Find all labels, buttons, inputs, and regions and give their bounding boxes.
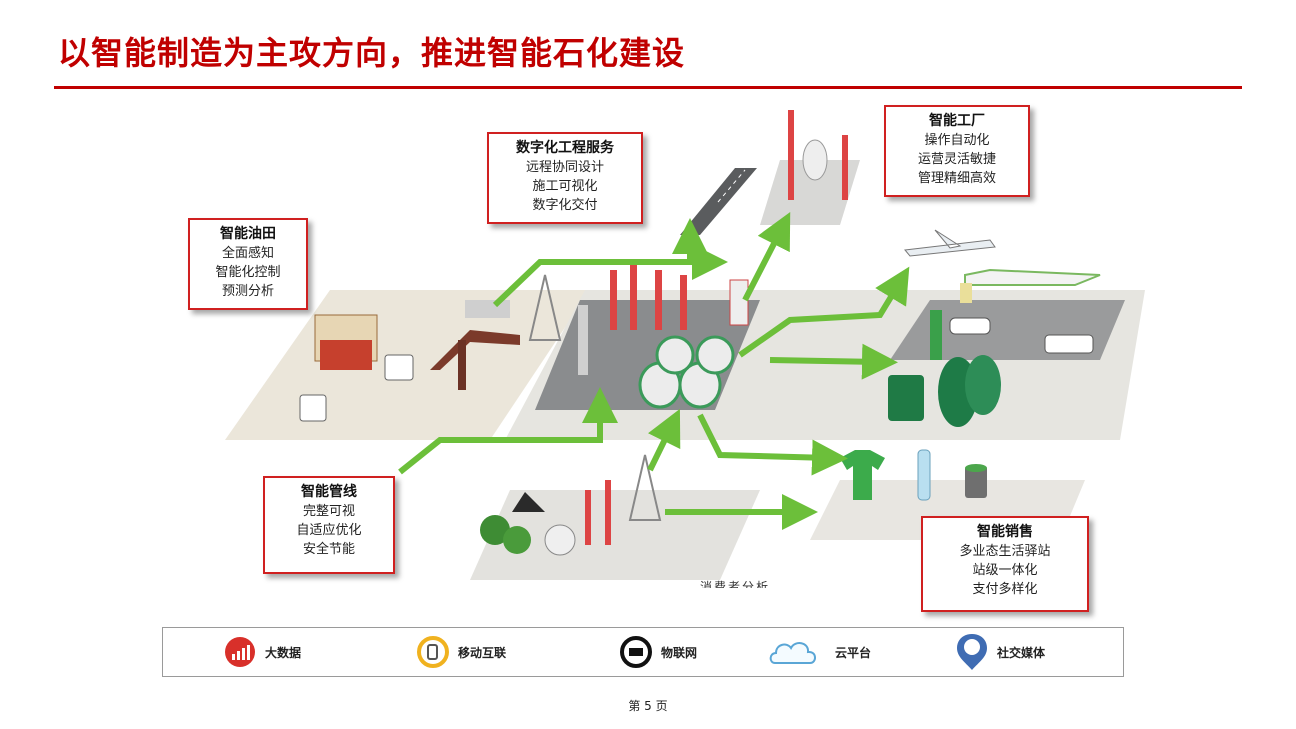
flow-refinery-to-sales (738, 266, 910, 358)
legend-label: 移动互联 (458, 645, 507, 660)
service-truck (384, 354, 414, 381)
iot-icon (620, 636, 652, 668)
callout-line: 支付多样化 (972, 582, 1038, 597)
station-pump (930, 310, 942, 360)
cloud-icon (769, 642, 816, 664)
factory-platform (760, 160, 860, 225)
legend-label: 大数据 (265, 645, 302, 660)
bucket-product (965, 466, 987, 498)
callout-line: 自适应优化 (296, 523, 362, 538)
refinery-towers (578, 265, 749, 375)
pipeline-derrick (628, 454, 662, 521)
callout-line: 完整可视 (302, 504, 355, 519)
callout-line: 操作自动化 (924, 133, 990, 148)
callout-line: 安全节能 (302, 542, 355, 557)
callout-digital-engineering: 数字化工程服务 远程协同设计 施工可视化 数字化交付 (487, 132, 643, 224)
parked-car (949, 317, 991, 335)
mobile-internet-icon (417, 636, 449, 668)
callout-line: 站级一体化 (972, 563, 1038, 578)
callout-heading: 智能油田 (220, 226, 276, 242)
callout-line: 数字化交付 (532, 198, 598, 213)
bottle-product (917, 449, 931, 501)
gas-station-canopy (964, 268, 1101, 286)
flow-pipeline-up (647, 408, 681, 472)
social-media-icon (957, 634, 987, 670)
callout-line: 管理精细高效 (917, 171, 996, 186)
legend-item-cloud: 云平台 (767, 628, 871, 676)
callout-line: 施工可视化 (532, 179, 598, 194)
legend-item-social-media: 社交媒体 (955, 628, 1045, 676)
legend-item-mobile-internet: 移动互联 (416, 628, 506, 676)
factory-tank (802, 139, 828, 181)
flow-refinery-to-lubricants (769, 343, 898, 380)
legend-item-big-data: 大数据 (223, 628, 301, 676)
sphere-tank (544, 524, 576, 556)
parked-suv (1044, 334, 1094, 354)
callout-line: 远程协同设计 (525, 160, 604, 175)
title-divider (54, 86, 1242, 89)
coal-pile (512, 492, 545, 512)
tree-2 (503, 526, 531, 554)
page-number: 第 5 页 (628, 699, 668, 713)
flow-refinery-to-factory (742, 211, 791, 302)
big-data-icon (225, 637, 255, 667)
flow-pipeline-to-refinery (398, 387, 618, 475)
callout-smart-factory: 智能工厂 操作自动化 运营灵活敏捷 管理精细高效 (884, 105, 1030, 197)
callout-line: 多业态生活驿站 (959, 544, 1051, 559)
callout-line: 运营灵活敏捷 (917, 152, 996, 167)
callout-heading: 智能工厂 (929, 113, 985, 129)
callout-line: 预测分析 (221, 284, 274, 299)
callout-smart-sales: 智能销售 多业态生活驿站 站级一体化 支付多样化 (921, 516, 1089, 612)
pumpjack (430, 330, 520, 370)
callout-line: 全面感知 (221, 246, 274, 261)
callout-heading: 智能销售 (977, 524, 1033, 540)
legend-label: 云平台 (835, 645, 872, 660)
derrick (528, 274, 562, 341)
storage-tanks (638, 335, 735, 409)
callout-heading: 智能管线 (301, 484, 357, 500)
callout-smart-oilfield: 智能油田 全面感知 智能化控制 预测分析 (188, 218, 308, 310)
technology-legend: 大数据 移动互联 物联网 云平台 社交媒体 (162, 627, 1124, 677)
flow-arrows (398, 211, 910, 530)
tree-1 (480, 515, 510, 545)
legend-item-iot: 物联网 (619, 628, 697, 676)
flow-refinery-to-consumer (697, 413, 848, 476)
callout-heading: 数字化工程服务 (516, 140, 614, 156)
callout-smart-pipeline: 智能管线 完整可视 自适应优化 安全节能 (263, 476, 395, 574)
scene-caption: 消费者分析 (700, 580, 771, 588)
tshirt-product (840, 450, 885, 500)
lubricant-jug (888, 375, 924, 421)
legend-label: 物联网 (661, 645, 698, 660)
page-title: 以智能制造为主攻方向，推进智能石化建设 (58, 34, 686, 72)
flow-oilfield-to-refinery (492, 244, 728, 308)
oil-drum-2 (965, 355, 1001, 415)
callout-line: 智能化控制 (215, 265, 281, 280)
service-truck-2 (299, 394, 327, 422)
airplane (904, 229, 996, 257)
legend-label: 社交媒体 (997, 645, 1046, 660)
